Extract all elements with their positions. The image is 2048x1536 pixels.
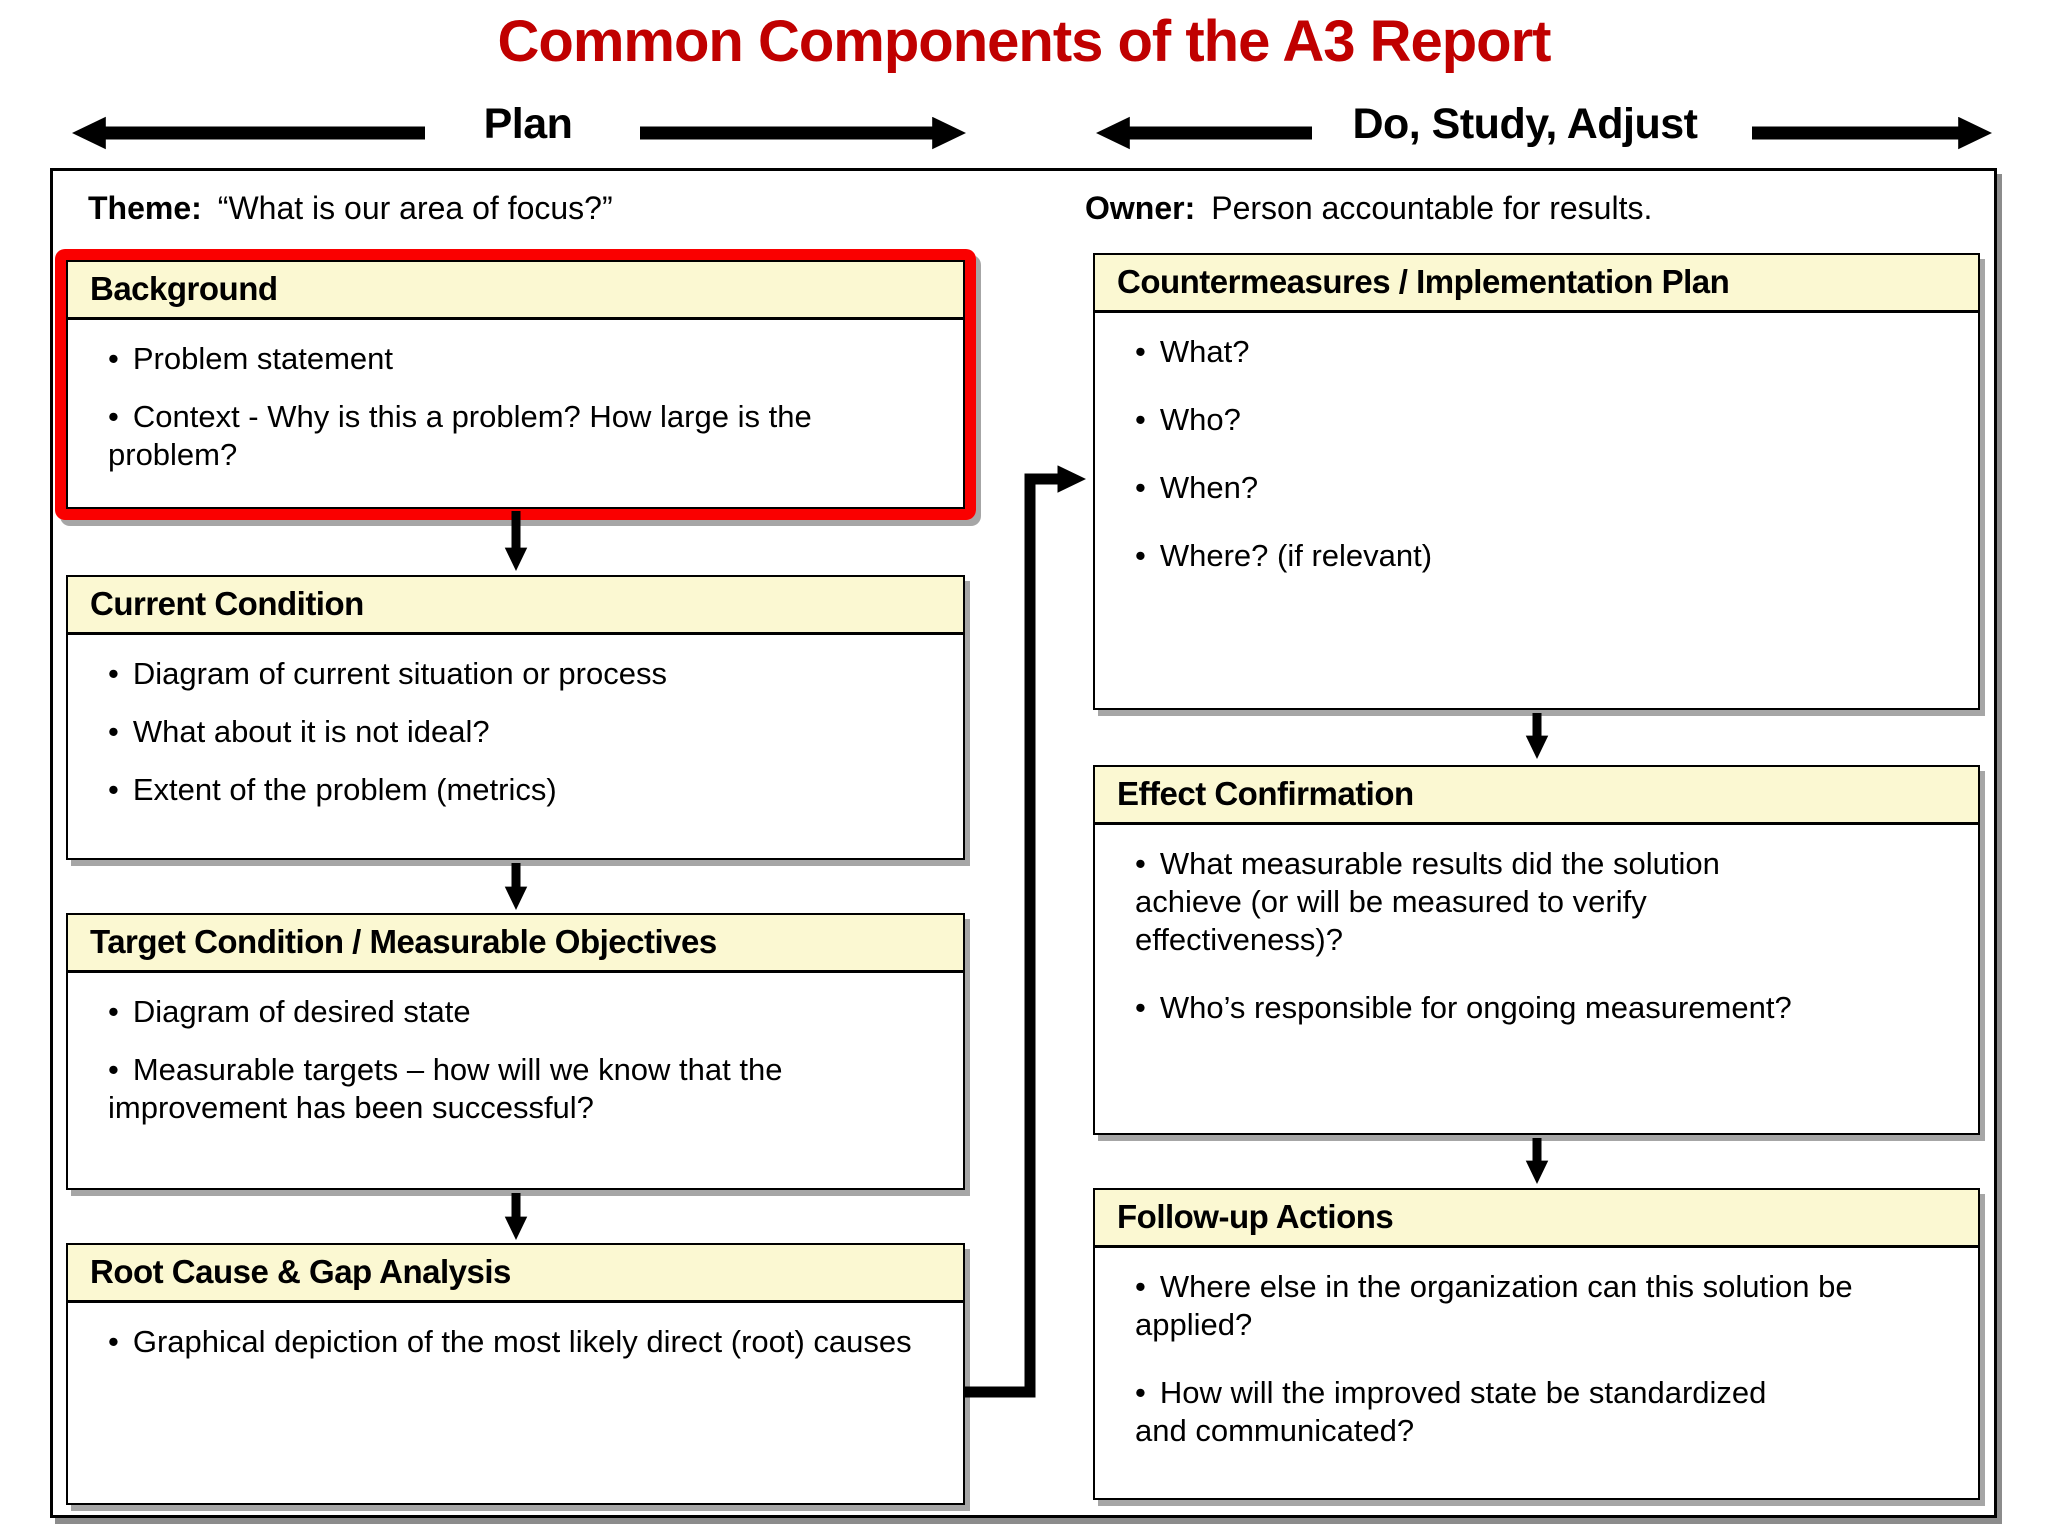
box-target-condition-body: •Diagram of desired state •Measurable ta… bbox=[68, 973, 963, 1127]
bullet-item: • Diagram of current situation or process bbox=[108, 655, 937, 693]
bullet-icon: • bbox=[1135, 402, 1146, 437]
bullet-icon: • bbox=[1135, 334, 1146, 369]
bullet-item: • Where? (if relevant) bbox=[1135, 537, 1952, 575]
box-effect-confirmation-title: Effect Confirmation bbox=[1095, 767, 1978, 825]
bullet-item: • When? bbox=[1135, 469, 1952, 507]
box-background-body: •Problem statement •Context - Why is thi… bbox=[68, 320, 963, 474]
bullet-text: Where else in the organization can this … bbox=[1135, 1269, 1853, 1342]
bullet-icon: • bbox=[108, 994, 119, 1029]
bullet-item: • Who? bbox=[1135, 401, 1952, 439]
bullet-icon: • bbox=[1135, 470, 1146, 505]
bullet-item: • Problem statement bbox=[108, 340, 937, 378]
bullet-icon: • bbox=[108, 714, 119, 749]
theme-line: Theme: “What is our area of focus?” bbox=[88, 190, 613, 227]
box-background-title: Background bbox=[68, 262, 963, 320]
bullet-item: •Measurable targets – how will we know t… bbox=[108, 1051, 868, 1127]
box-follow-up-actions-title: Follow-up Actions bbox=[1095, 1190, 1978, 1248]
bullet-item: •Context - Why is this a problem? How la… bbox=[108, 398, 908, 474]
box-current-condition-title: Current Condition bbox=[68, 577, 963, 635]
bullet-item: • Extent of the problem (metrics) bbox=[108, 771, 937, 809]
bullet-text: How will the improved state be standardi… bbox=[1135, 1375, 1767, 1448]
box-countermeasures: Countermeasures / Implementation Plan • W… bbox=[1093, 253, 1980, 710]
page-title: Common Components of the A3 Report bbox=[497, 9, 1552, 74]
box-root-cause: Root Cause & Gap Analysis • Graphical dep… bbox=[66, 1243, 965, 1505]
bullet-text: When? bbox=[1159, 470, 1259, 505]
bullet-text: Problem statement bbox=[132, 341, 394, 376]
box-root-cause-title: Root Cause & Gap Analysis bbox=[68, 1245, 963, 1303]
bullet-text: Who’s responsible for ongoing measuremen… bbox=[1159, 990, 1792, 1025]
box-follow-up-actions: Follow-up Actions •Where else in the org… bbox=[1093, 1188, 1980, 1500]
highlight-red-frame: Background •Problem statement •Context -… bbox=[55, 249, 976, 520]
bullet-item: •What measurable results did the solutio… bbox=[1135, 845, 1835, 959]
bullet-icon: • bbox=[1135, 1269, 1146, 1304]
bullet-icon: • bbox=[1135, 1375, 1146, 1410]
bullet-item: • Graphical depiction of the most likely … bbox=[108, 1323, 937, 1361]
bullet-text: Graphical depiction of the most likely d… bbox=[132, 1324, 912, 1359]
bullet-text: Where? (if relevant) bbox=[1159, 538, 1433, 573]
box-current-condition-body: • Diagram of current situation or process… bbox=[68, 635, 963, 809]
bullet-item: •Where else in the organization can this… bbox=[1135, 1268, 1915, 1344]
bullet-icon: • bbox=[1135, 538, 1146, 573]
bullet-icon: • bbox=[108, 399, 119, 434]
bullet-text: Diagram of current situation or process bbox=[132, 656, 667, 691]
bullet-text: What? bbox=[1159, 334, 1250, 369]
bullet-icon: • bbox=[1135, 990, 1146, 1025]
bullet-item: • Diagram of desired state bbox=[108, 993, 937, 1031]
bullet-item: • Who’s responsible for ongoing measureme… bbox=[1135, 989, 1952, 1027]
box-target-condition: Target Condition / Measurable Objectives… bbox=[66, 913, 965, 1190]
box-current-condition: Current Condition • Diagram of current si… bbox=[66, 575, 965, 860]
bullet-text: Diagram of desired state bbox=[132, 994, 471, 1029]
bullet-text: What about it is not ideal? bbox=[132, 714, 490, 749]
bullet-icon: • bbox=[108, 772, 119, 807]
box-countermeasures-body: • What? • Who? • When? • Where? (if relevant… bbox=[1095, 313, 1978, 575]
bullet-icon: • bbox=[108, 1324, 119, 1359]
owner-text: Person accountable for results. bbox=[1211, 190, 1653, 226]
box-root-cause-body: • Graphical depiction of the most likely … bbox=[68, 1303, 963, 1361]
bullet-item: •How will the improved state be standard… bbox=[1135, 1374, 1825, 1450]
bullet-icon: • bbox=[108, 1052, 119, 1087]
theme-label: Theme: bbox=[88, 190, 202, 226]
owner-line: Owner: Person accountable for results. bbox=[1085, 190, 1652, 227]
bullet-icon: • bbox=[1135, 846, 1146, 881]
bullet-icon: • bbox=[108, 656, 119, 691]
bullet-item: • What about it is not ideal? bbox=[108, 713, 937, 751]
box-countermeasures-title: Countermeasures / Implementation Plan bbox=[1095, 255, 1978, 313]
box-follow-up-actions-body: •Where else in the organization can this… bbox=[1095, 1248, 1978, 1450]
bullet-item: • What? bbox=[1135, 333, 1952, 371]
owner-label: Owner: bbox=[1085, 190, 1196, 226]
bullet-text: Measurable targets – how will we know th… bbox=[108, 1052, 783, 1125]
bullet-text: Context - Why is this a problem? How lar… bbox=[108, 399, 812, 472]
box-background: Background •Problem statement •Context -… bbox=[66, 260, 965, 509]
phase-plan-label: Plan bbox=[483, 100, 573, 148]
theme-text: “What is our area of focus?” bbox=[217, 190, 613, 226]
box-effect-confirmation: Effect Confirmation •What measurable res… bbox=[1093, 765, 1980, 1135]
bullet-icon: • bbox=[108, 341, 119, 376]
box-effect-confirmation-body: •What measurable results did the solutio… bbox=[1095, 825, 1978, 1027]
phase-do-study-adjust-label: Do, Study, Adjust bbox=[1352, 100, 1698, 148]
bullet-text: Who? bbox=[1159, 402, 1241, 437]
box-target-condition-title: Target Condition / Measurable Objectives bbox=[68, 915, 963, 973]
bullet-text: What measurable results did the solution… bbox=[1135, 846, 1720, 957]
bullet-text: Extent of the problem (metrics) bbox=[132, 772, 557, 807]
